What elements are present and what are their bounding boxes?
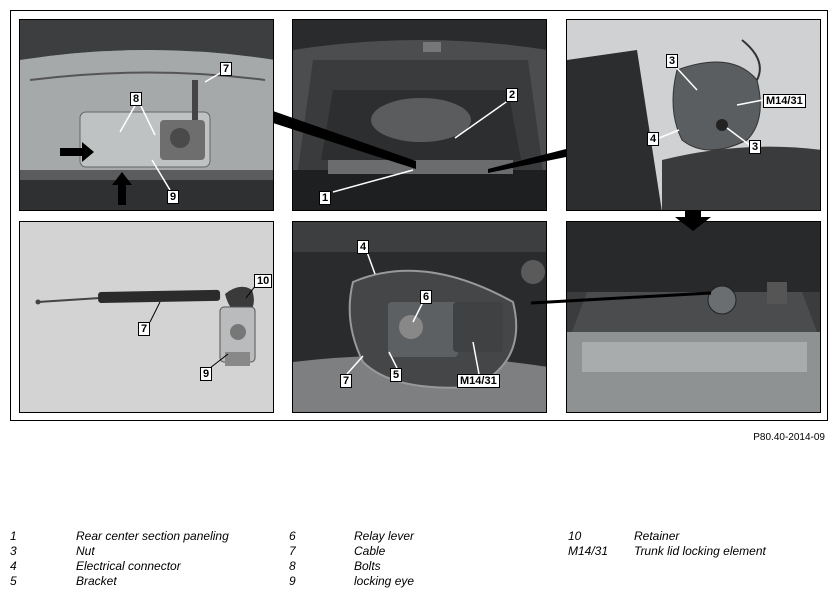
callout-4: 4 [647, 132, 660, 146]
legend-text: Rear center section paneling [76, 529, 229, 543]
legend-number: 7 [289, 544, 296, 558]
photo-installed-lock-image [567, 222, 820, 412]
legend-number: 10 [568, 529, 582, 543]
photo-lock-mechanism-image [293, 222, 546, 412]
callout-3: 3 [666, 54, 679, 68]
callout-9b: 9 [200, 367, 213, 381]
photo-trunk-interior-image [293, 20, 546, 210]
callout-3b: 3 [749, 140, 762, 154]
legend-number: M14/31 [568, 544, 609, 558]
legend-number: 5 [10, 574, 17, 588]
legend-text: Trunk lid locking element [634, 544, 766, 558]
callout-5: 5 [390, 368, 403, 382]
callout-M14-31: M14/31 [763, 94, 806, 108]
callout-8: 8 [130, 92, 143, 106]
legend-number: 9 [289, 574, 296, 588]
callout-1: 1 [319, 191, 332, 205]
callout-10: 10 [254, 274, 273, 288]
photo-cable-assembly-image [35, 286, 256, 366]
callout-6: 6 [420, 290, 433, 304]
legend-number: 3 [10, 544, 17, 558]
legend-text: Bracket [76, 574, 117, 588]
photo-locking-element-image [567, 20, 820, 210]
callout-7c: 7 [340, 374, 353, 388]
legend-number: 4 [10, 559, 17, 573]
legend-number: 8 [289, 559, 296, 573]
callout-4b: 4 [357, 240, 370, 254]
legend-number: 6 [289, 529, 296, 543]
legend-text: Bolts [354, 559, 381, 573]
illustration-figure: 7 8 9 2 1 [10, 10, 828, 421]
legend-text: Cable [354, 544, 386, 558]
legend-text: Nut [76, 544, 95, 558]
photo-lock-mechanism: 4 6 7 5 M14/31 [292, 221, 547, 413]
callout-M14-31b: M14/31 [457, 374, 500, 388]
legend-text: Electrical connector [76, 559, 181, 573]
photo-cable-assembly: 10 7 9 [19, 221, 274, 413]
photo-trunk-lid-lock-image [20, 20, 273, 210]
callout-7b: 7 [138, 322, 151, 336]
legend-number: 1 [10, 529, 17, 543]
photo-trunk-lid-lock: 7 8 9 [19, 19, 274, 211]
photo-locking-element: 3 M14/31 4 3 [566, 19, 821, 211]
callout-2: 2 [506, 88, 519, 102]
figure-reference: P80.40-2014-09 [753, 432, 825, 443]
photo-installed-lock [566, 221, 821, 413]
photo-trunk-interior: 2 1 [292, 19, 547, 211]
legend-text: locking eye [354, 574, 415, 588]
callout-9: 9 [167, 190, 180, 204]
legend-text: Retainer [634, 529, 680, 543]
legend-text: Relay lever [354, 529, 415, 543]
callout-7: 7 [220, 62, 233, 76]
